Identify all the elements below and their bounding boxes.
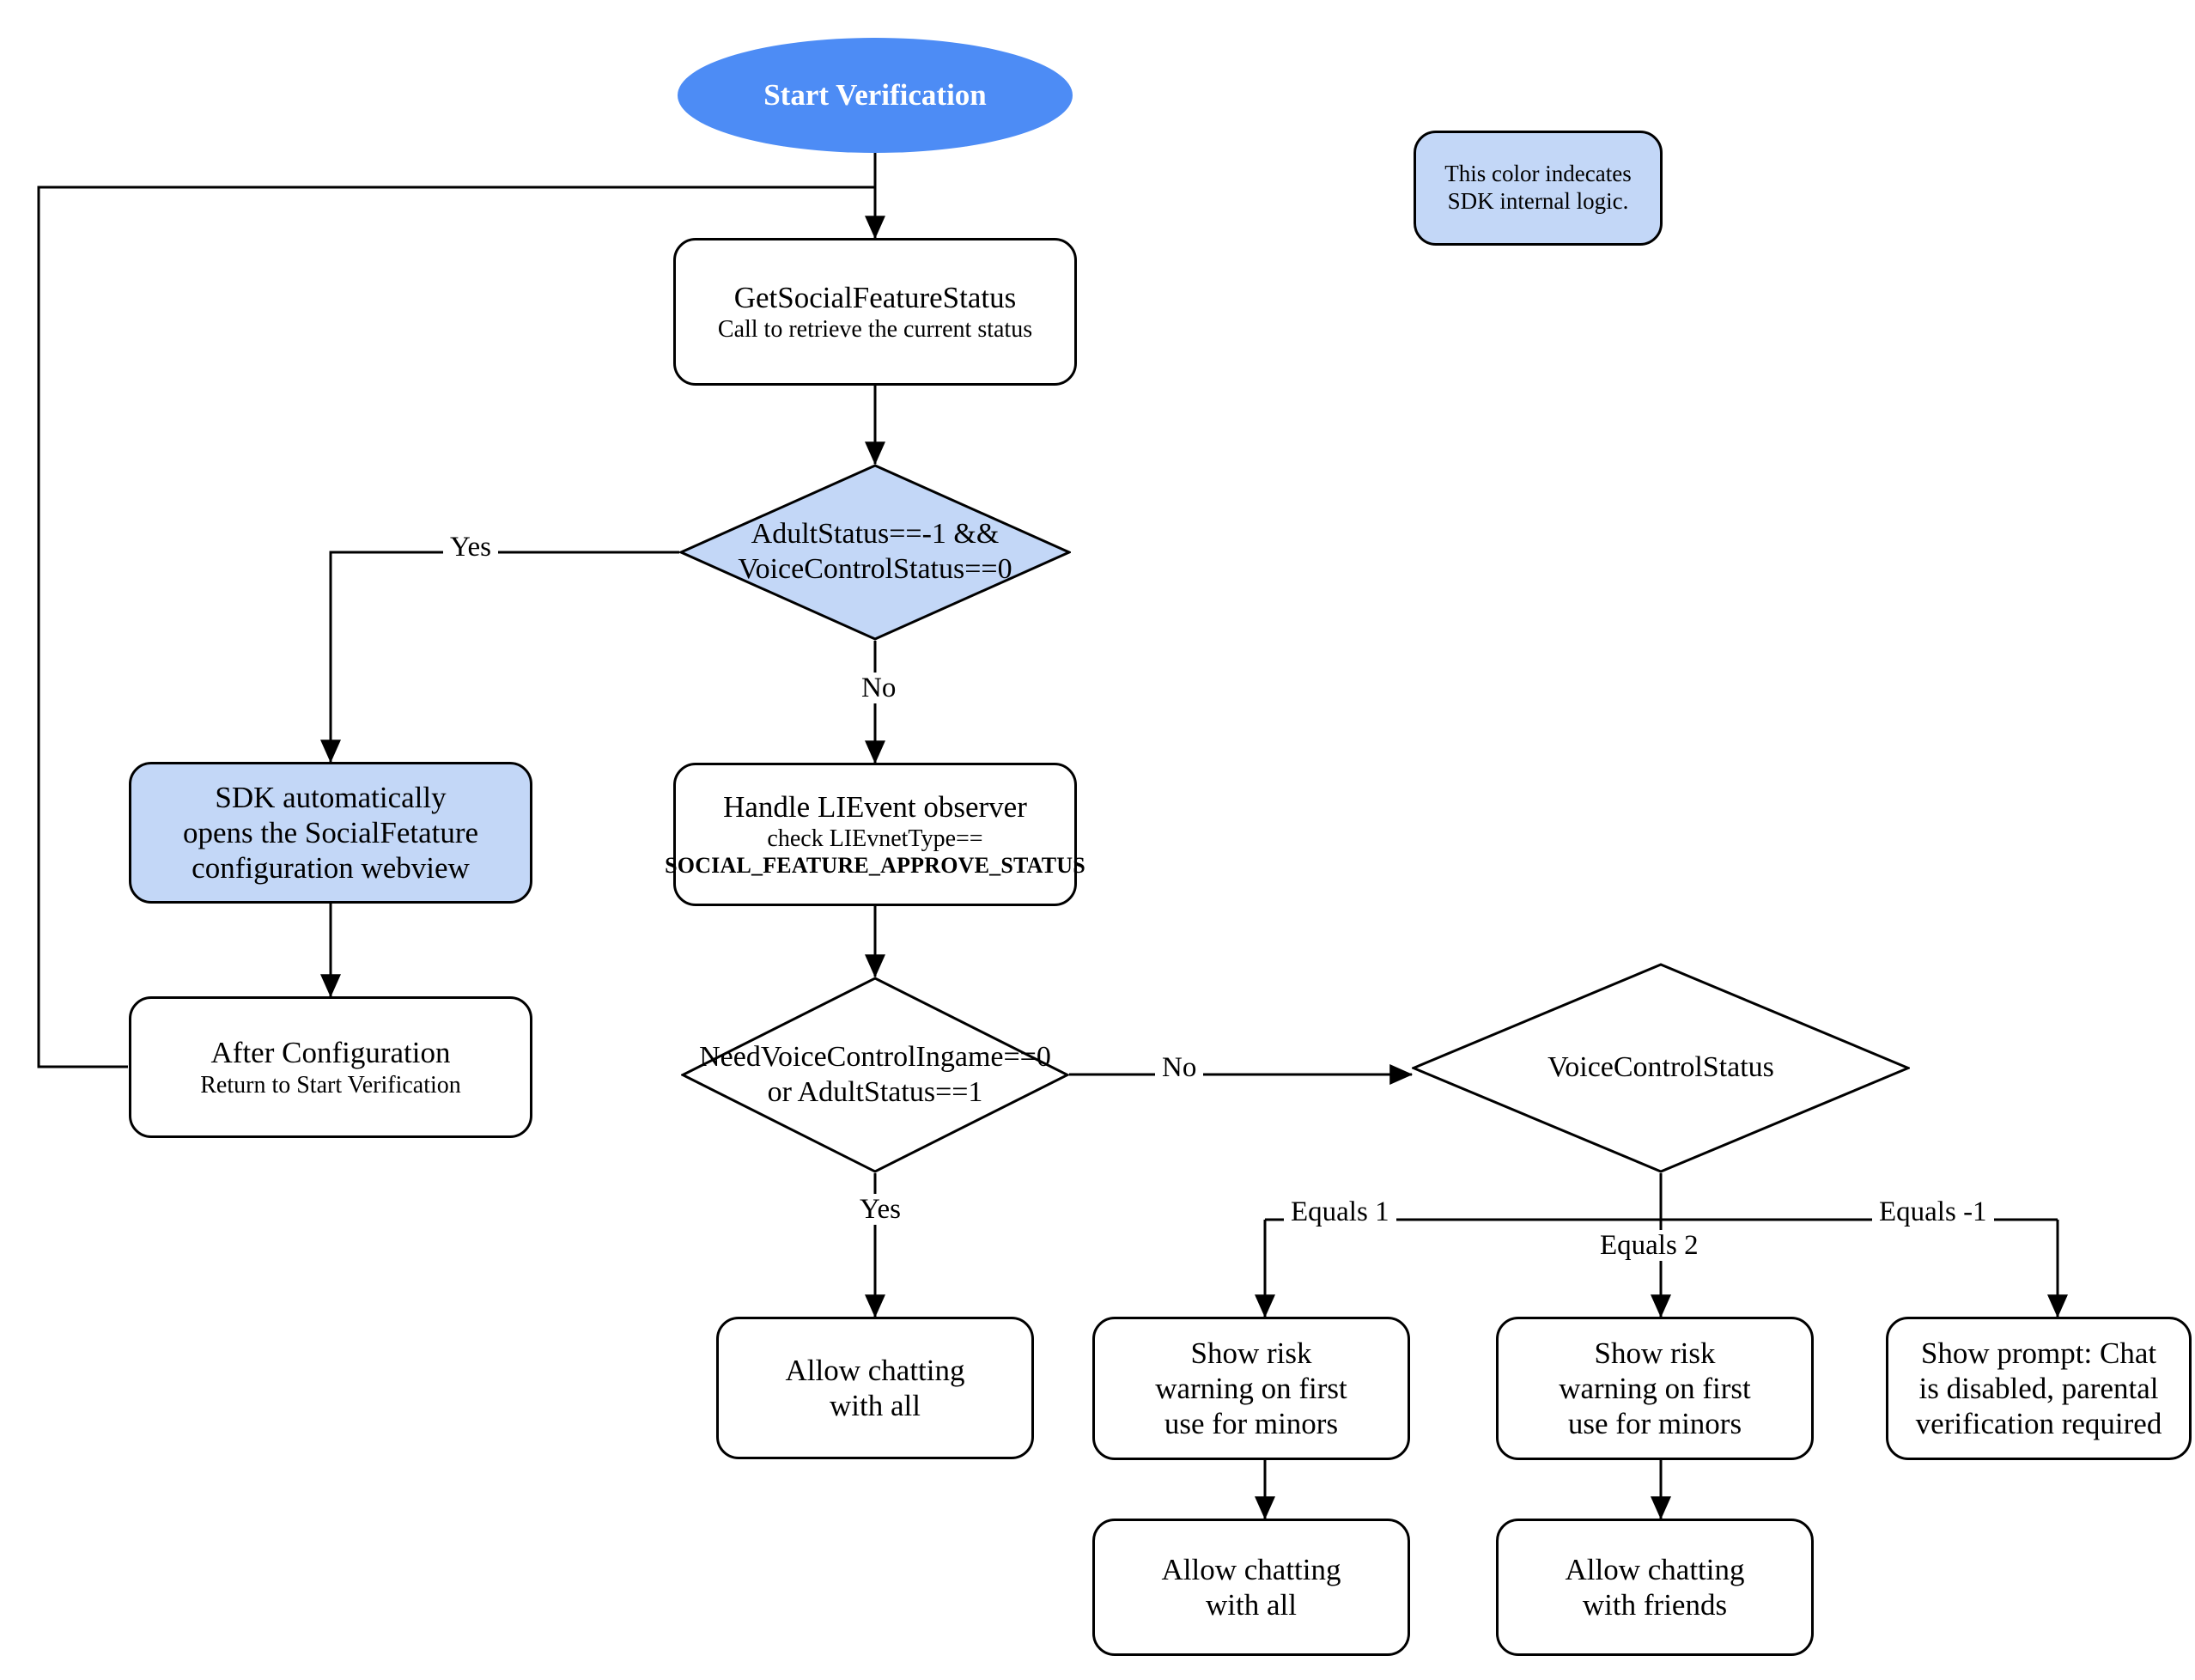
edge-label-voice-equals-1: Equals 1 xyxy=(1284,1196,1396,1228)
node-start-verification-label: Start Verification xyxy=(763,78,987,113)
edge-label-voice-equals-neg1: Equals -1 xyxy=(1872,1196,1994,1228)
node-show-risk-warning-1[interactable]: Show risk warning on first use for minor… xyxy=(1092,1317,1410,1460)
edge-label-need-voice-no: No xyxy=(1155,1052,1204,1084)
node-start-verification[interactable]: Start Verification xyxy=(678,38,1073,153)
handle-lievent-title: Handle LIEvent observer xyxy=(723,790,1027,824)
node-handle-lievent-observer[interactable]: Handle LIEvent observer check LIEvnetTyp… xyxy=(665,763,1085,906)
warn-minors-1-line-2: warning on first xyxy=(1155,1371,1347,1405)
handle-lievent-subtitle: check LIEvnetType== xyxy=(767,825,983,853)
allow-all-mid-line-1: Allow chatting xyxy=(1161,1552,1341,1586)
node-show-prompt-chat-disabled[interactable]: Show prompt: Chat is disabled, parental … xyxy=(1886,1317,2192,1460)
prompt-disabled-line-3: verification required xyxy=(1915,1407,2162,1441)
node-sdk-opens-webview[interactable]: SDK automatically opens the SocialFetatu… xyxy=(129,762,532,904)
legend-line-1: This color indecates xyxy=(1444,161,1632,187)
edge-label-adult-no: No xyxy=(854,673,903,704)
allow-all-mid-line-2: with all xyxy=(1206,1588,1297,1622)
warn-minors-2-line-2: warning on first xyxy=(1559,1371,1751,1405)
edge-label-voice-equals-2: Equals 2 xyxy=(1593,1230,1706,1262)
warn-minors-2-line-3: use for minors xyxy=(1567,1407,1742,1441)
node-get-social-feature-status-subtitle: Call to retrieve the current status xyxy=(717,316,1033,344)
node-decision-need-voice-control[interactable]: NeedVoiceControlIngame==0 or AdultStatus… xyxy=(681,977,1069,1173)
prompt-disabled-line-2: is disabled, parental xyxy=(1918,1371,2159,1405)
allow-all-left-line-1: Allow chatting xyxy=(785,1353,965,1387)
warn-minors-1-line-1: Show risk xyxy=(1190,1336,1312,1370)
node-allow-chatting-all-mid[interactable]: Allow chatting with all xyxy=(1092,1519,1410,1656)
handle-lievent-code: SOCIAL_FEATURE_APPROVE_STATUS xyxy=(665,853,1085,879)
allow-all-left-line-2: with all xyxy=(830,1389,921,1422)
sdk-webview-line-1: SDK automatically xyxy=(215,780,447,814)
sdk-webview-line-3: configuration webview xyxy=(192,851,470,886)
node-decision-voice-control-status[interactable]: VoiceControlStatus xyxy=(1412,963,1910,1173)
node-legend-sdk-color: This color indecates SDK internal logic. xyxy=(1414,131,1663,246)
edge-label-need-voice-yes: Yes xyxy=(853,1194,909,1226)
allow-friends-line-2: with friends xyxy=(1582,1588,1728,1622)
node-decision-adult-status[interactable]: AdultStatus==-1 && VoiceControlStatus==0 xyxy=(679,464,1071,641)
node-allow-chatting-all-left[interactable]: Allow chatting with all xyxy=(716,1317,1034,1459)
node-after-configuration[interactable]: After Configuration Return to Start Veri… xyxy=(129,996,532,1138)
legend-line-2: SDK internal logic. xyxy=(1447,188,1629,214)
sdk-webview-line-2: opens the SocialFetature xyxy=(182,815,479,849)
after-config-subtitle: Return to Start Verification xyxy=(200,1071,461,1099)
after-config-title: After Configuration xyxy=(210,1036,451,1070)
node-get-social-feature-status-title: GetSocialFeatureStatus xyxy=(733,280,1017,314)
node-get-social-feature-status[interactable]: GetSocialFeatureStatus Call to retrieve … xyxy=(673,238,1077,386)
edge-label-adult-yes: Yes xyxy=(443,532,499,563)
prompt-disabled-line-1: Show prompt: Chat xyxy=(1920,1336,2157,1370)
warn-minors-1-line-3: use for minors xyxy=(1164,1407,1339,1441)
warn-minors-2-line-1: Show risk xyxy=(1594,1336,1716,1370)
node-allow-chatting-friends[interactable]: Allow chatting with friends xyxy=(1496,1519,1814,1656)
allow-friends-line-1: Allow chatting xyxy=(1565,1552,1745,1586)
node-show-risk-warning-2[interactable]: Show risk warning on first use for minor… xyxy=(1496,1317,1814,1460)
